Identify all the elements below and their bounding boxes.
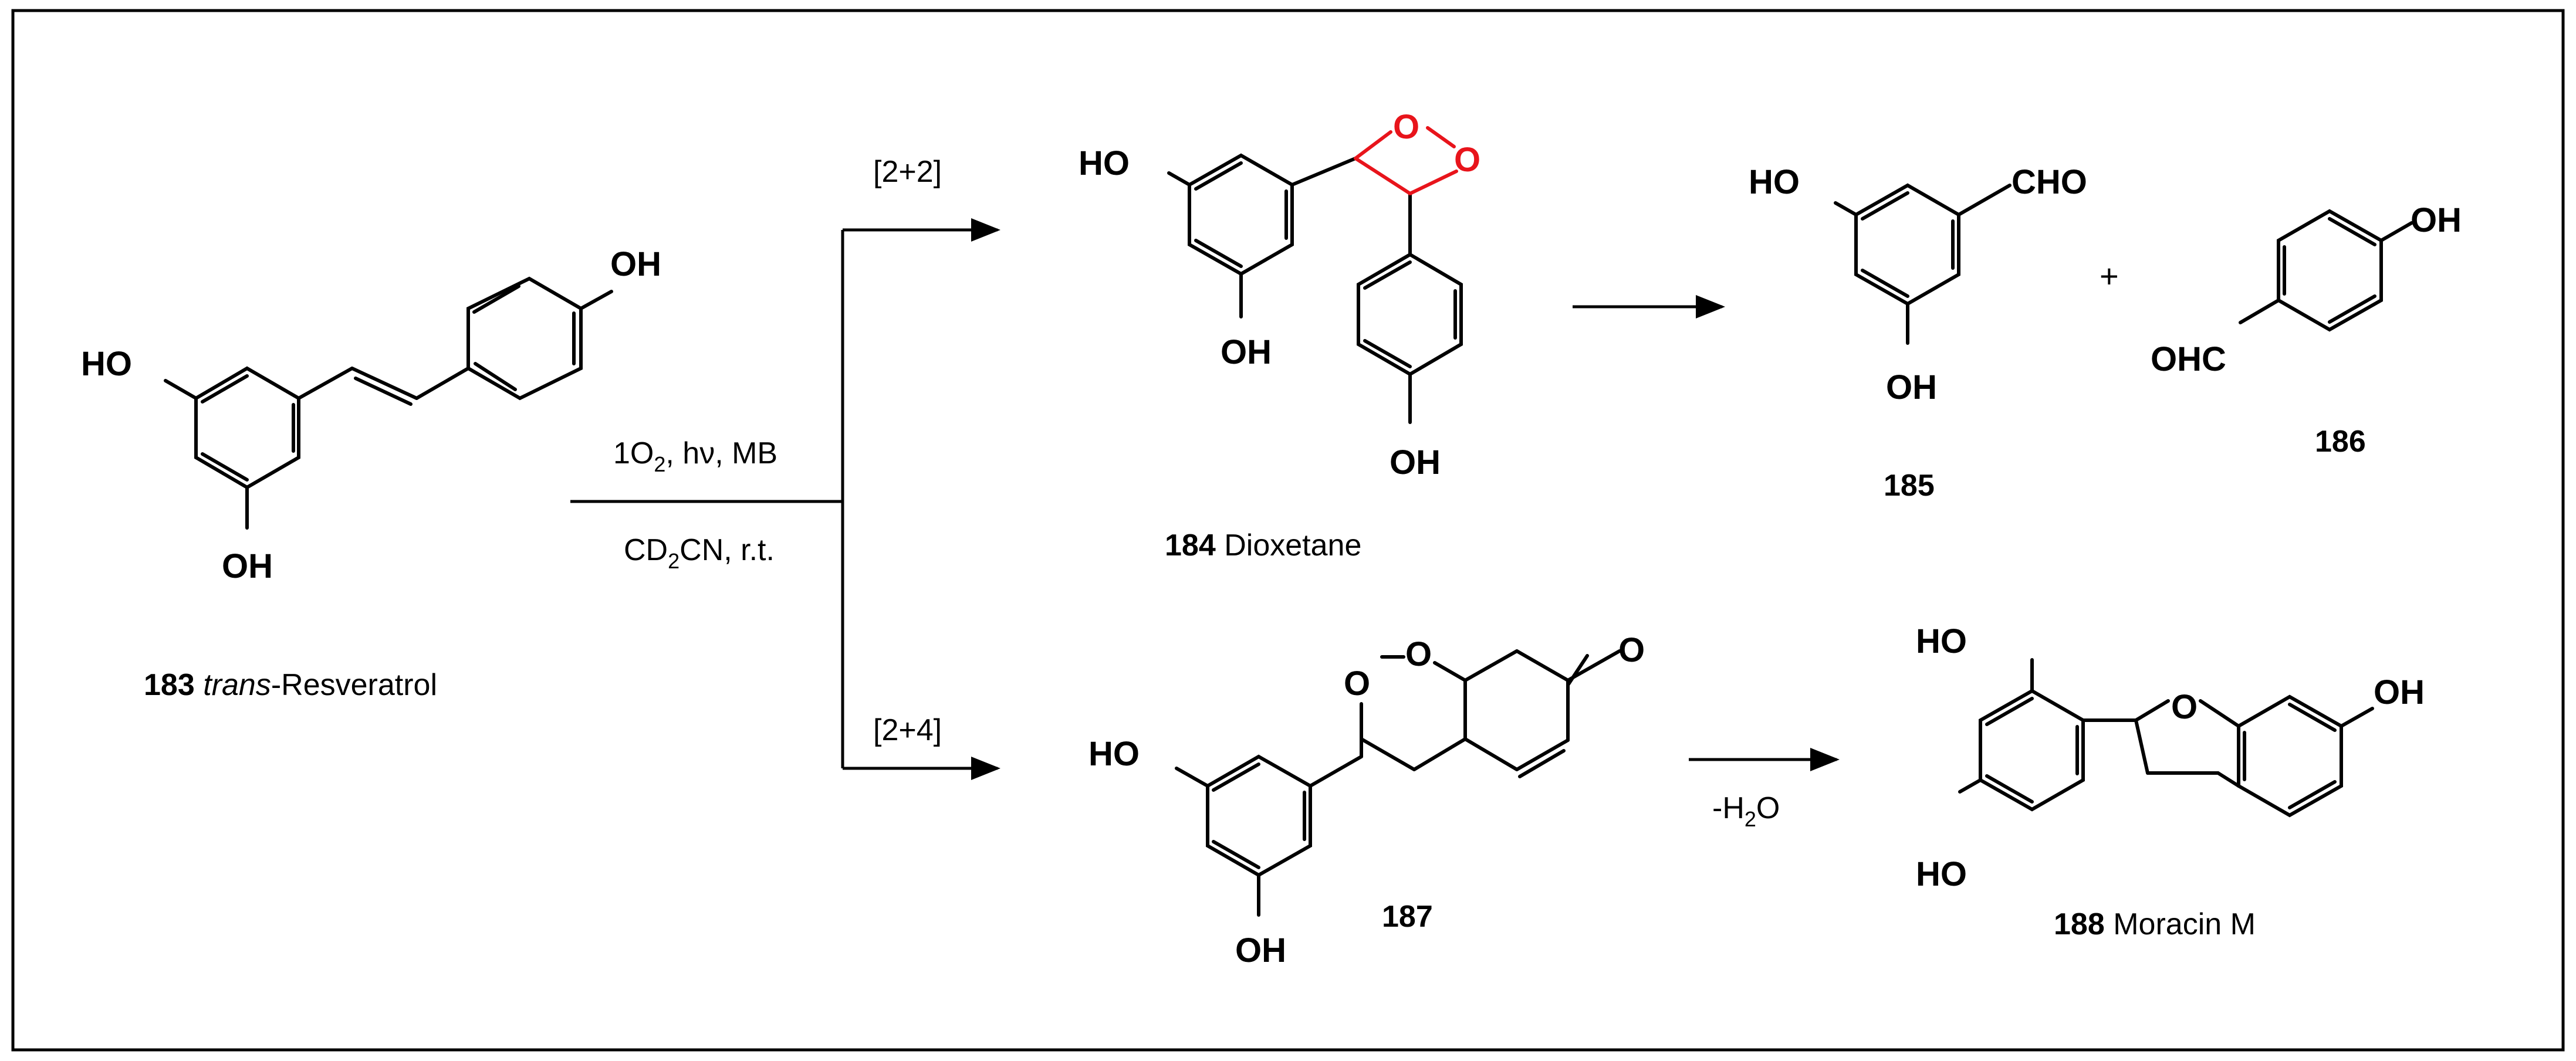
atom-183-ho-left: HO xyxy=(81,345,132,383)
molecule-186 xyxy=(2239,209,2413,332)
atom-187-ketone-o: O xyxy=(1618,631,1645,669)
atom-187-o-1: O xyxy=(1344,665,1370,703)
branch-arrows xyxy=(570,218,1000,780)
frame-border xyxy=(11,9,2565,1052)
molecule-187 xyxy=(1175,649,1621,917)
label-185: 185 xyxy=(1884,469,1935,503)
conditions-line-1: 1O2, hν, MB xyxy=(613,436,777,476)
dioxetane-ring xyxy=(1354,126,1458,195)
molecule-188-moracin-m xyxy=(1958,658,2374,818)
atom-184-o-2: O xyxy=(1454,141,1480,179)
atom-188-ho-top: HO xyxy=(1916,622,1967,660)
atom-185-oh: OH xyxy=(1886,368,1937,406)
plus-sign: + xyxy=(2100,257,2119,294)
path-label-2-4: [2+4] xyxy=(873,713,942,747)
atom-185-ho: HO xyxy=(1749,163,1800,201)
molecule-184-dioxetane xyxy=(1167,153,1463,424)
dehydration-label: -H2O xyxy=(1712,791,1780,831)
label-188: 188 Moracin M xyxy=(2054,907,2256,941)
atom-184-o-1: O xyxy=(1393,108,1419,146)
atom-185-cho: CHO xyxy=(2012,163,2087,201)
atom-183-oh-top: OH xyxy=(610,245,661,283)
atom-187-oh: OH xyxy=(1235,931,1286,970)
atom-183-oh-bottom: OH xyxy=(222,547,273,585)
conditions-line-2: CD2CN, r.t. xyxy=(624,533,775,573)
label-187: 187 xyxy=(1382,900,1433,934)
atom-184-ho-left: HO xyxy=(1079,144,1130,182)
atom-184-oh-bottom: OH xyxy=(1221,333,1272,371)
label-186: 186 xyxy=(2315,425,2366,459)
molecule-183-resveratrol xyxy=(164,276,613,530)
atom-186-ohc: OHC xyxy=(2151,340,2226,378)
molecule-185 xyxy=(1834,183,2012,345)
atom-188-ho-bottom: HO xyxy=(1916,855,1967,893)
atom-186-oh: OH xyxy=(2411,201,2462,239)
atom-188-oh: OH xyxy=(2374,673,2425,711)
atom-184-oh-para: OH xyxy=(1390,443,1441,482)
label-183: 183 trans-Resveratrol xyxy=(144,668,437,702)
path-label-2-2: [2+2] xyxy=(873,155,942,189)
atom-187-o-2: O xyxy=(1405,635,1432,673)
label-184: 184 Dioxetane xyxy=(1165,528,1361,562)
atom-187-ho: HO xyxy=(1088,735,1140,773)
atom-188-ring-o: O xyxy=(2171,688,2198,726)
